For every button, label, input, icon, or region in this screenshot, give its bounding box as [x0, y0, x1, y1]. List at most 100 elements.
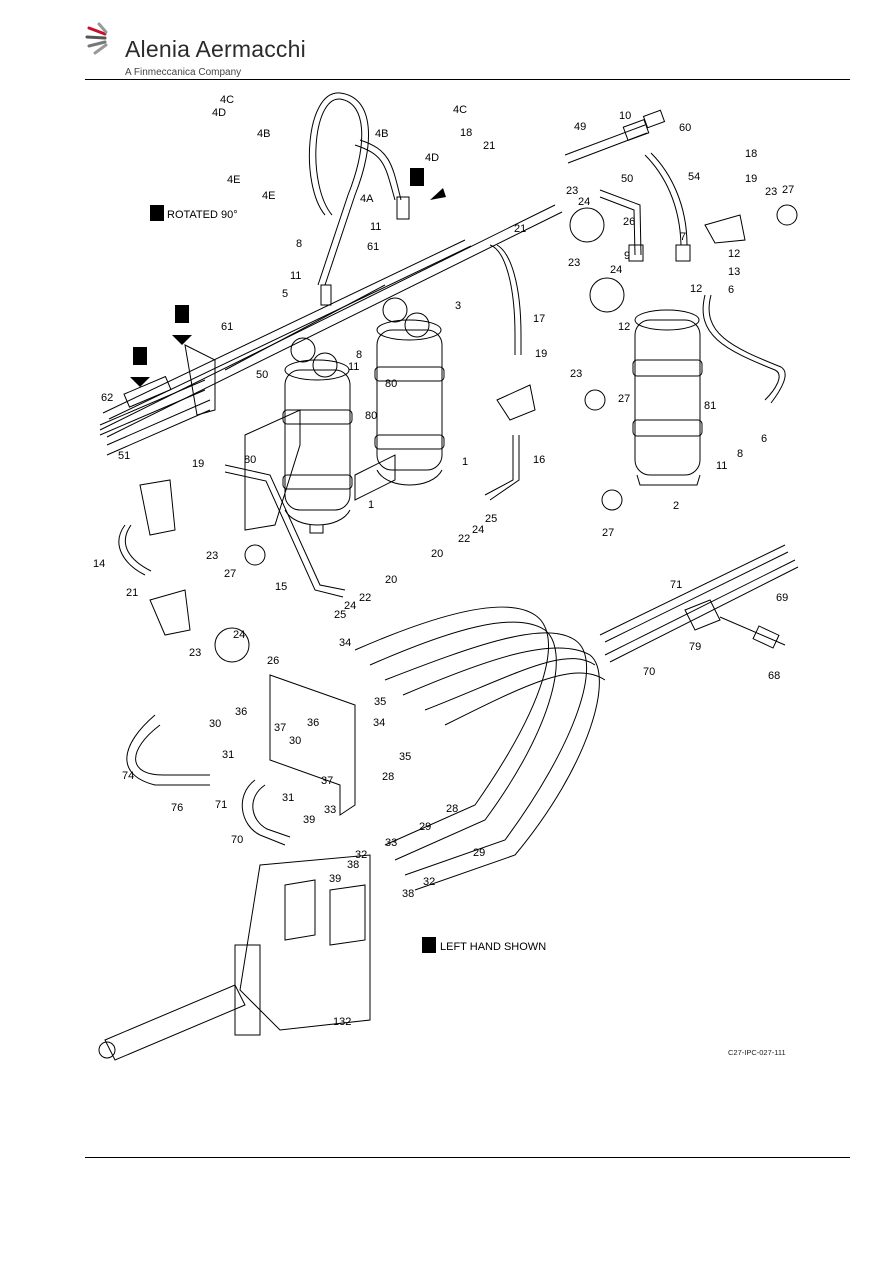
svg-text:8: 8 [737, 448, 743, 460]
tube-54-50 [599, 152, 691, 262]
view-b-marker: B LEFT HAND SHOWN [422, 937, 546, 953]
svg-text:25: 25 [485, 513, 497, 525]
svg-text:70: 70 [231, 834, 243, 846]
svg-text:27: 27 [782, 184, 794, 196]
svg-text:A: A [153, 209, 161, 221]
svg-text:54: 54 [688, 171, 700, 183]
brand-tagline: A Finmeccanica Company [125, 67, 242, 78]
svg-text:33: 33 [324, 804, 336, 816]
svg-text:27: 27 [618, 393, 630, 405]
svg-text:12: 12 [618, 321, 630, 333]
svg-text:10: 10 [619, 110, 631, 122]
svg-text:32: 32 [355, 849, 367, 861]
svg-text:30: 30 [289, 735, 301, 747]
svg-text:3: 3 [455, 300, 461, 312]
svg-text:4D: 4D [212, 107, 226, 119]
svg-text:24: 24 [610, 264, 622, 276]
svg-text:39: 39 [329, 873, 341, 885]
svg-text:23: 23 [570, 368, 582, 380]
svg-text:9: 9 [624, 250, 630, 262]
svg-text:80: 80 [385, 378, 397, 390]
svg-text:50: 50 [621, 173, 633, 185]
page-header: Alenia Aermacchi A Finmeccanica Company [85, 22, 850, 82]
svg-text:23: 23 [568, 257, 580, 269]
tube-6 [702, 294, 780, 401]
tube-15 [224, 464, 346, 591]
svg-text:80: 80 [244, 454, 256, 466]
svg-text:81: 81 [704, 400, 716, 412]
svg-text:70: 70 [643, 666, 655, 678]
tube-14 [118, 524, 146, 576]
view-j-marker: J [410, 168, 446, 200]
filter-1-right [374, 297, 445, 486]
svg-text:16: 16 [533, 454, 545, 466]
filter-2 [632, 309, 703, 486]
svg-text:12: 12 [690, 283, 702, 295]
svg-text:51: 51 [118, 450, 130, 462]
svg-text:19: 19 [745, 173, 757, 185]
tube-71-70-lower [241, 779, 291, 846]
svg-text:17: 17 [533, 313, 545, 325]
svg-text:37: 37 [321, 775, 333, 787]
svg-text:11: 11 [716, 460, 727, 472]
svg-text:23: 23 [206, 550, 218, 562]
knob-27-b [584, 389, 606, 411]
svg-text:36: 36 [235, 706, 247, 718]
svg-text:61: 61 [221, 321, 233, 333]
hose-4a-4b [308, 92, 410, 306]
svg-text:31: 31 [282, 792, 294, 804]
knob-27-c [601, 489, 623, 511]
svg-text:33: 33 [385, 837, 397, 849]
svg-text:26: 26 [623, 216, 635, 228]
svg-text:6: 6 [728, 284, 734, 296]
svg-text:24: 24 [344, 600, 356, 612]
svg-text:8: 8 [296, 238, 302, 250]
svg-text:50: 50 [256, 369, 268, 381]
tube-62-51 [99, 375, 211, 456]
bracket-e [184, 344, 216, 416]
svg-text:8: 8 [356, 349, 362, 361]
exploded-view-diagram: A ROTATED 90° B LEFT HAND SHOWN D E J 4C… [93, 92, 799, 1061]
svg-text:29: 29 [473, 847, 485, 859]
svg-text:25: 25 [334, 609, 346, 621]
svg-text:4B: 4B [257, 128, 270, 140]
svg-text:74: 74 [122, 770, 134, 782]
svg-text:20: 20 [431, 548, 443, 560]
svg-text:6: 6 [761, 433, 767, 445]
brand-name: Alenia Aermacchi [125, 36, 306, 62]
svg-text:76: 76 [171, 802, 183, 814]
svg-text:11: 11 [348, 361, 359, 373]
svg-text:1: 1 [368, 499, 374, 511]
svg-text:49: 49 [574, 121, 586, 133]
svg-text:27: 27 [602, 527, 614, 539]
svg-text:39: 39 [303, 814, 315, 826]
svg-text:28: 28 [382, 771, 394, 783]
svg-text:37: 37 [274, 722, 286, 734]
svg-text:69: 69 [776, 592, 788, 604]
svg-text:29: 29 [419, 821, 431, 833]
svg-text:23: 23 [566, 185, 578, 197]
header-rule [85, 79, 850, 80]
alenia-aermacchi-logo [85, 22, 108, 55]
svg-text:71: 71 [670, 579, 682, 591]
gauge-26-lower [214, 627, 250, 663]
svg-text:35: 35 [399, 751, 411, 763]
svg-text:32: 32 [423, 876, 435, 888]
knob-27-d [244, 544, 266, 566]
svg-text:36: 36 [307, 717, 319, 729]
view-e-marker: E [172, 305, 192, 345]
svg-text:4E: 4E [227, 174, 240, 186]
svg-text:4C: 4C [453, 104, 467, 116]
svg-text:11: 11 [370, 221, 381, 233]
svg-text:13: 13 [728, 266, 740, 278]
svg-text:J: J [413, 173, 419, 185]
svg-text:71: 71 [215, 799, 227, 811]
tee-10 [564, 109, 666, 164]
svg-text:31: 31 [222, 749, 234, 761]
svg-text:24: 24 [472, 524, 484, 536]
svg-text:11: 11 [290, 270, 301, 282]
svg-text:18: 18 [745, 148, 757, 160]
svg-text:28: 28 [446, 803, 458, 815]
svg-text:14: 14 [93, 558, 105, 570]
gauge-26-upper [569, 207, 605, 243]
